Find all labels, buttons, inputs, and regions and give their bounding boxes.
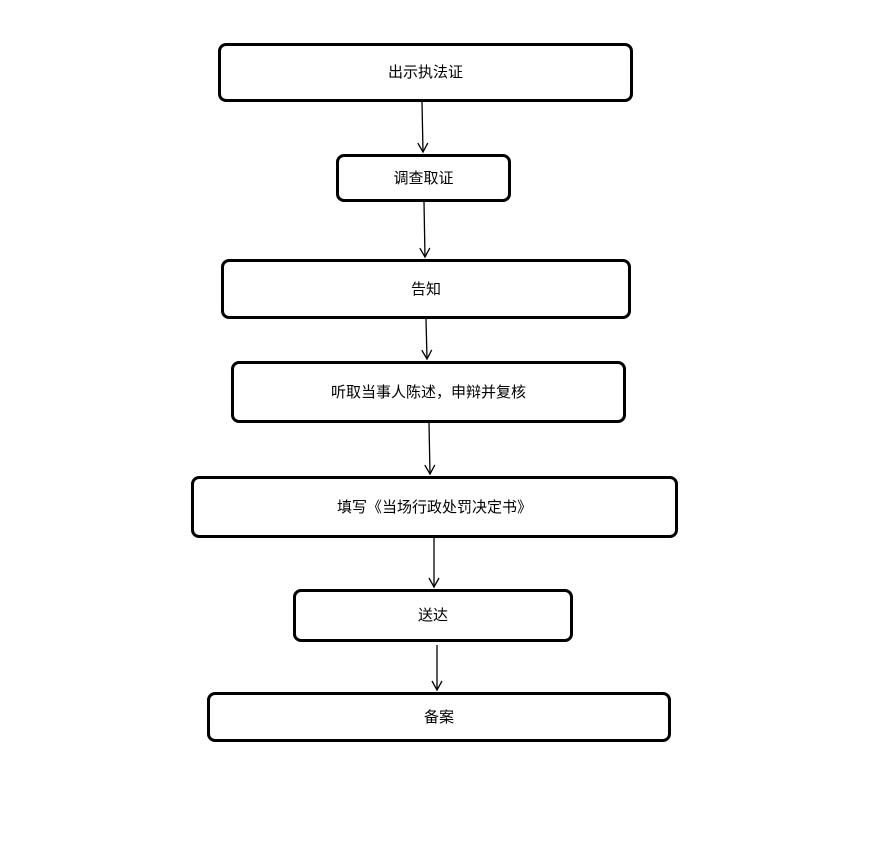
step-file-record: 备案	[207, 692, 671, 742]
step-label: 出示执法证	[387, 63, 463, 81]
step-label: 送达	[417, 606, 448, 624]
step-hear-statement: 听取当事人陈述，申辩并复核	[231, 361, 626, 423]
step-label: 告知	[410, 279, 441, 298]
step-investigate: 调查取证	[336, 154, 511, 202]
step-label: 填写《当场行政处罚决定书》	[336, 497, 532, 516]
step-fill-decision: 填写《当场行政处罚决定书》	[191, 476, 678, 538]
arrow-2	[419, 201, 431, 259]
step-notify: 告知	[221, 259, 631, 319]
step-deliver: 送达	[293, 589, 573, 642]
arrow-4	[424, 422, 436, 476]
arrow-1	[417, 101, 429, 154]
step-label: 调查取证	[393, 168, 454, 187]
step-label: 备案	[423, 707, 454, 726]
arrow-3	[421, 318, 433, 361]
step-label: 听取当事人陈述，申辩并复核	[330, 382, 526, 401]
step-show-certificate: 出示执法证	[218, 43, 633, 102]
